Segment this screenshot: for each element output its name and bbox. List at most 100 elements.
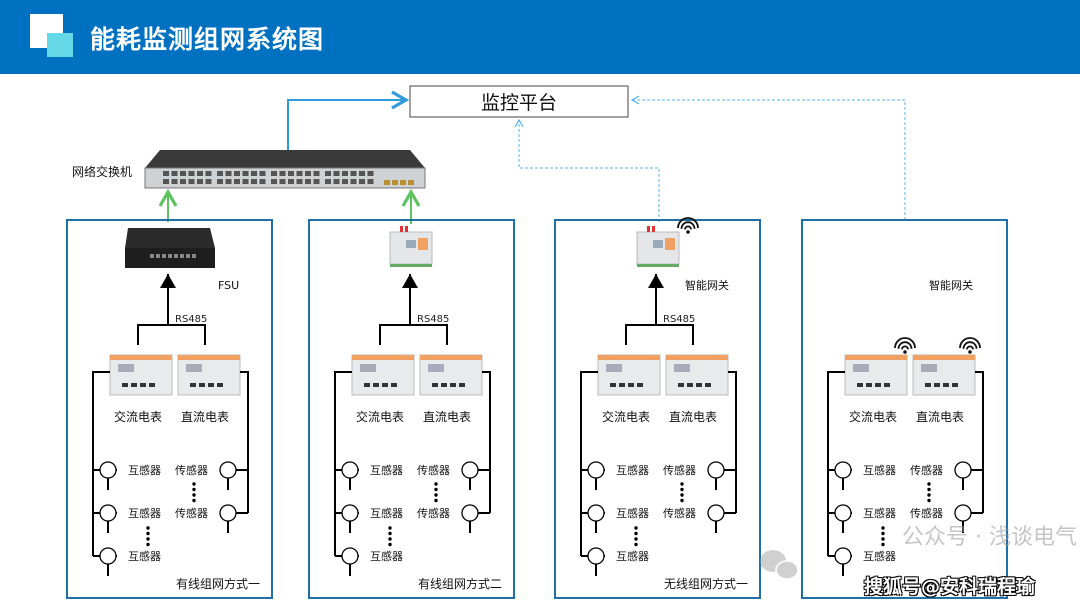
transformer-label: 互感器 bbox=[370, 464, 403, 477]
panel-border bbox=[554, 219, 761, 599]
right-wire bbox=[728, 371, 737, 513]
right-wire bbox=[975, 371, 984, 513]
transformer-label: 互感器 bbox=[863, 550, 896, 563]
ellipsis-dot bbox=[680, 493, 684, 497]
right-wire bbox=[482, 371, 491, 513]
wechat-watermark: 公众号 · 浅谈电气 bbox=[902, 525, 1077, 550]
switch-port bbox=[259, 171, 266, 176]
ellipsis-dot bbox=[434, 482, 438, 486]
switch-port bbox=[217, 179, 223, 184]
ellipsis-dot bbox=[634, 542, 638, 547]
sfp-port bbox=[408, 180, 414, 185]
sensor-icon bbox=[461, 504, 479, 522]
sensor-label: 传感器 bbox=[175, 507, 208, 520]
wireless-gateway-to-platform-link bbox=[514, 118, 660, 222]
panel-footer-label: 无线组网方式一 bbox=[664, 576, 748, 591]
left-wire bbox=[334, 371, 352, 556]
ellipsis-dot bbox=[146, 542, 150, 547]
switch-port bbox=[350, 171, 357, 176]
meter-label: 直流电表 bbox=[669, 410, 717, 424]
rs485-bus-line bbox=[625, 324, 694, 345]
transformer-label: 互感器 bbox=[616, 464, 649, 477]
ellipsis-dot bbox=[146, 531, 150, 536]
ellipsis-dot bbox=[388, 542, 392, 547]
transformer-label: 互感器 bbox=[863, 464, 896, 477]
wifi-icon bbox=[894, 337, 916, 354]
switch-port bbox=[180, 171, 186, 176]
transformer-label: 互感器 bbox=[616, 507, 649, 520]
electric-meter-icon bbox=[351, 354, 415, 396]
ellipsis-dot bbox=[927, 493, 931, 497]
network-panel-4: 交流电表直流电表互感器互感器互感器传感器传感器 bbox=[801, 219, 1008, 599]
switch-port bbox=[296, 179, 303, 184]
sensor-icon bbox=[219, 461, 237, 479]
meter-label: 交流电表 bbox=[602, 409, 650, 424]
device-label: 智能网关 bbox=[929, 278, 973, 292]
ellipsis-dot bbox=[192, 482, 196, 486]
ellipsis-dot bbox=[680, 487, 684, 492]
switch-label: 网络交换机 bbox=[72, 164, 132, 179]
smart-gateway-icon bbox=[636, 226, 680, 267]
switch-port bbox=[163, 171, 169, 176]
current-transformer-icon bbox=[834, 504, 852, 522]
network-switch-icon bbox=[144, 150, 426, 189]
switch-port bbox=[180, 179, 186, 184]
transformer-label: 互感器 bbox=[863, 507, 896, 520]
meter-label: 直流电表 bbox=[916, 410, 964, 424]
left-wire bbox=[580, 371, 598, 556]
current-transformer-icon bbox=[587, 547, 605, 565]
left-wire bbox=[827, 371, 845, 556]
ellipsis-dot bbox=[881, 537, 885, 541]
meter-label: 直流电表 bbox=[181, 410, 229, 424]
meter-label: 交流电表 bbox=[114, 409, 162, 424]
device-label: 智能网关 bbox=[685, 278, 729, 292]
ellipsis-dot bbox=[927, 487, 931, 492]
rs485-label: RS485 bbox=[175, 314, 207, 325]
switch-port bbox=[163, 179, 169, 184]
ellipsis-dot bbox=[192, 487, 196, 492]
smart-gateway-icon bbox=[389, 226, 433, 267]
wifi-icon bbox=[959, 337, 981, 354]
sensor-icon bbox=[219, 504, 237, 522]
meter-label: 交流电表 bbox=[849, 409, 897, 424]
transformer-label: 互感器 bbox=[616, 550, 649, 563]
panel-border bbox=[66, 219, 273, 599]
switch-port bbox=[342, 171, 348, 176]
current-transformer-icon bbox=[341, 504, 359, 522]
switch-port bbox=[205, 171, 212, 176]
wireless-meters-to-platform-link bbox=[630, 95, 906, 220]
sensor-icon bbox=[707, 504, 725, 522]
transformer-label: 互感器 bbox=[128, 507, 161, 520]
ellipsis-dot bbox=[434, 498, 438, 503]
switch-port bbox=[271, 171, 277, 176]
ellipsis-dot bbox=[388, 531, 392, 536]
switch-port bbox=[242, 179, 249, 184]
sensor-icon bbox=[707, 461, 725, 479]
panel-footer-label: 有线组网方式二 bbox=[418, 576, 502, 591]
switch-port bbox=[188, 179, 195, 184]
switch-port bbox=[296, 171, 303, 176]
switch-port bbox=[333, 171, 340, 176]
switch-port bbox=[288, 171, 294, 176]
switch-port bbox=[333, 179, 340, 184]
sfp-port bbox=[400, 180, 406, 185]
ellipsis-dot bbox=[146, 526, 150, 530]
switch-port bbox=[359, 179, 365, 184]
ellipsis-dot bbox=[927, 498, 931, 503]
switch-port bbox=[279, 179, 286, 184]
switch-port bbox=[234, 179, 240, 184]
electric-meter-icon bbox=[912, 354, 976, 396]
current-transformer-icon bbox=[834, 461, 852, 479]
switch-port bbox=[225, 171, 232, 176]
electric-meter-icon bbox=[177, 354, 241, 396]
sensor-label: 传感器 bbox=[417, 464, 450, 477]
switch-port bbox=[197, 179, 203, 184]
current-transformer-icon bbox=[341, 461, 359, 479]
rs485-label: RS485 bbox=[417, 314, 449, 325]
ellipsis-dot bbox=[146, 537, 150, 541]
sensor-label: 传感器 bbox=[663, 464, 696, 477]
current-transformer-icon bbox=[834, 547, 852, 565]
switch-port bbox=[279, 171, 286, 176]
electric-meter-icon bbox=[109, 354, 173, 396]
